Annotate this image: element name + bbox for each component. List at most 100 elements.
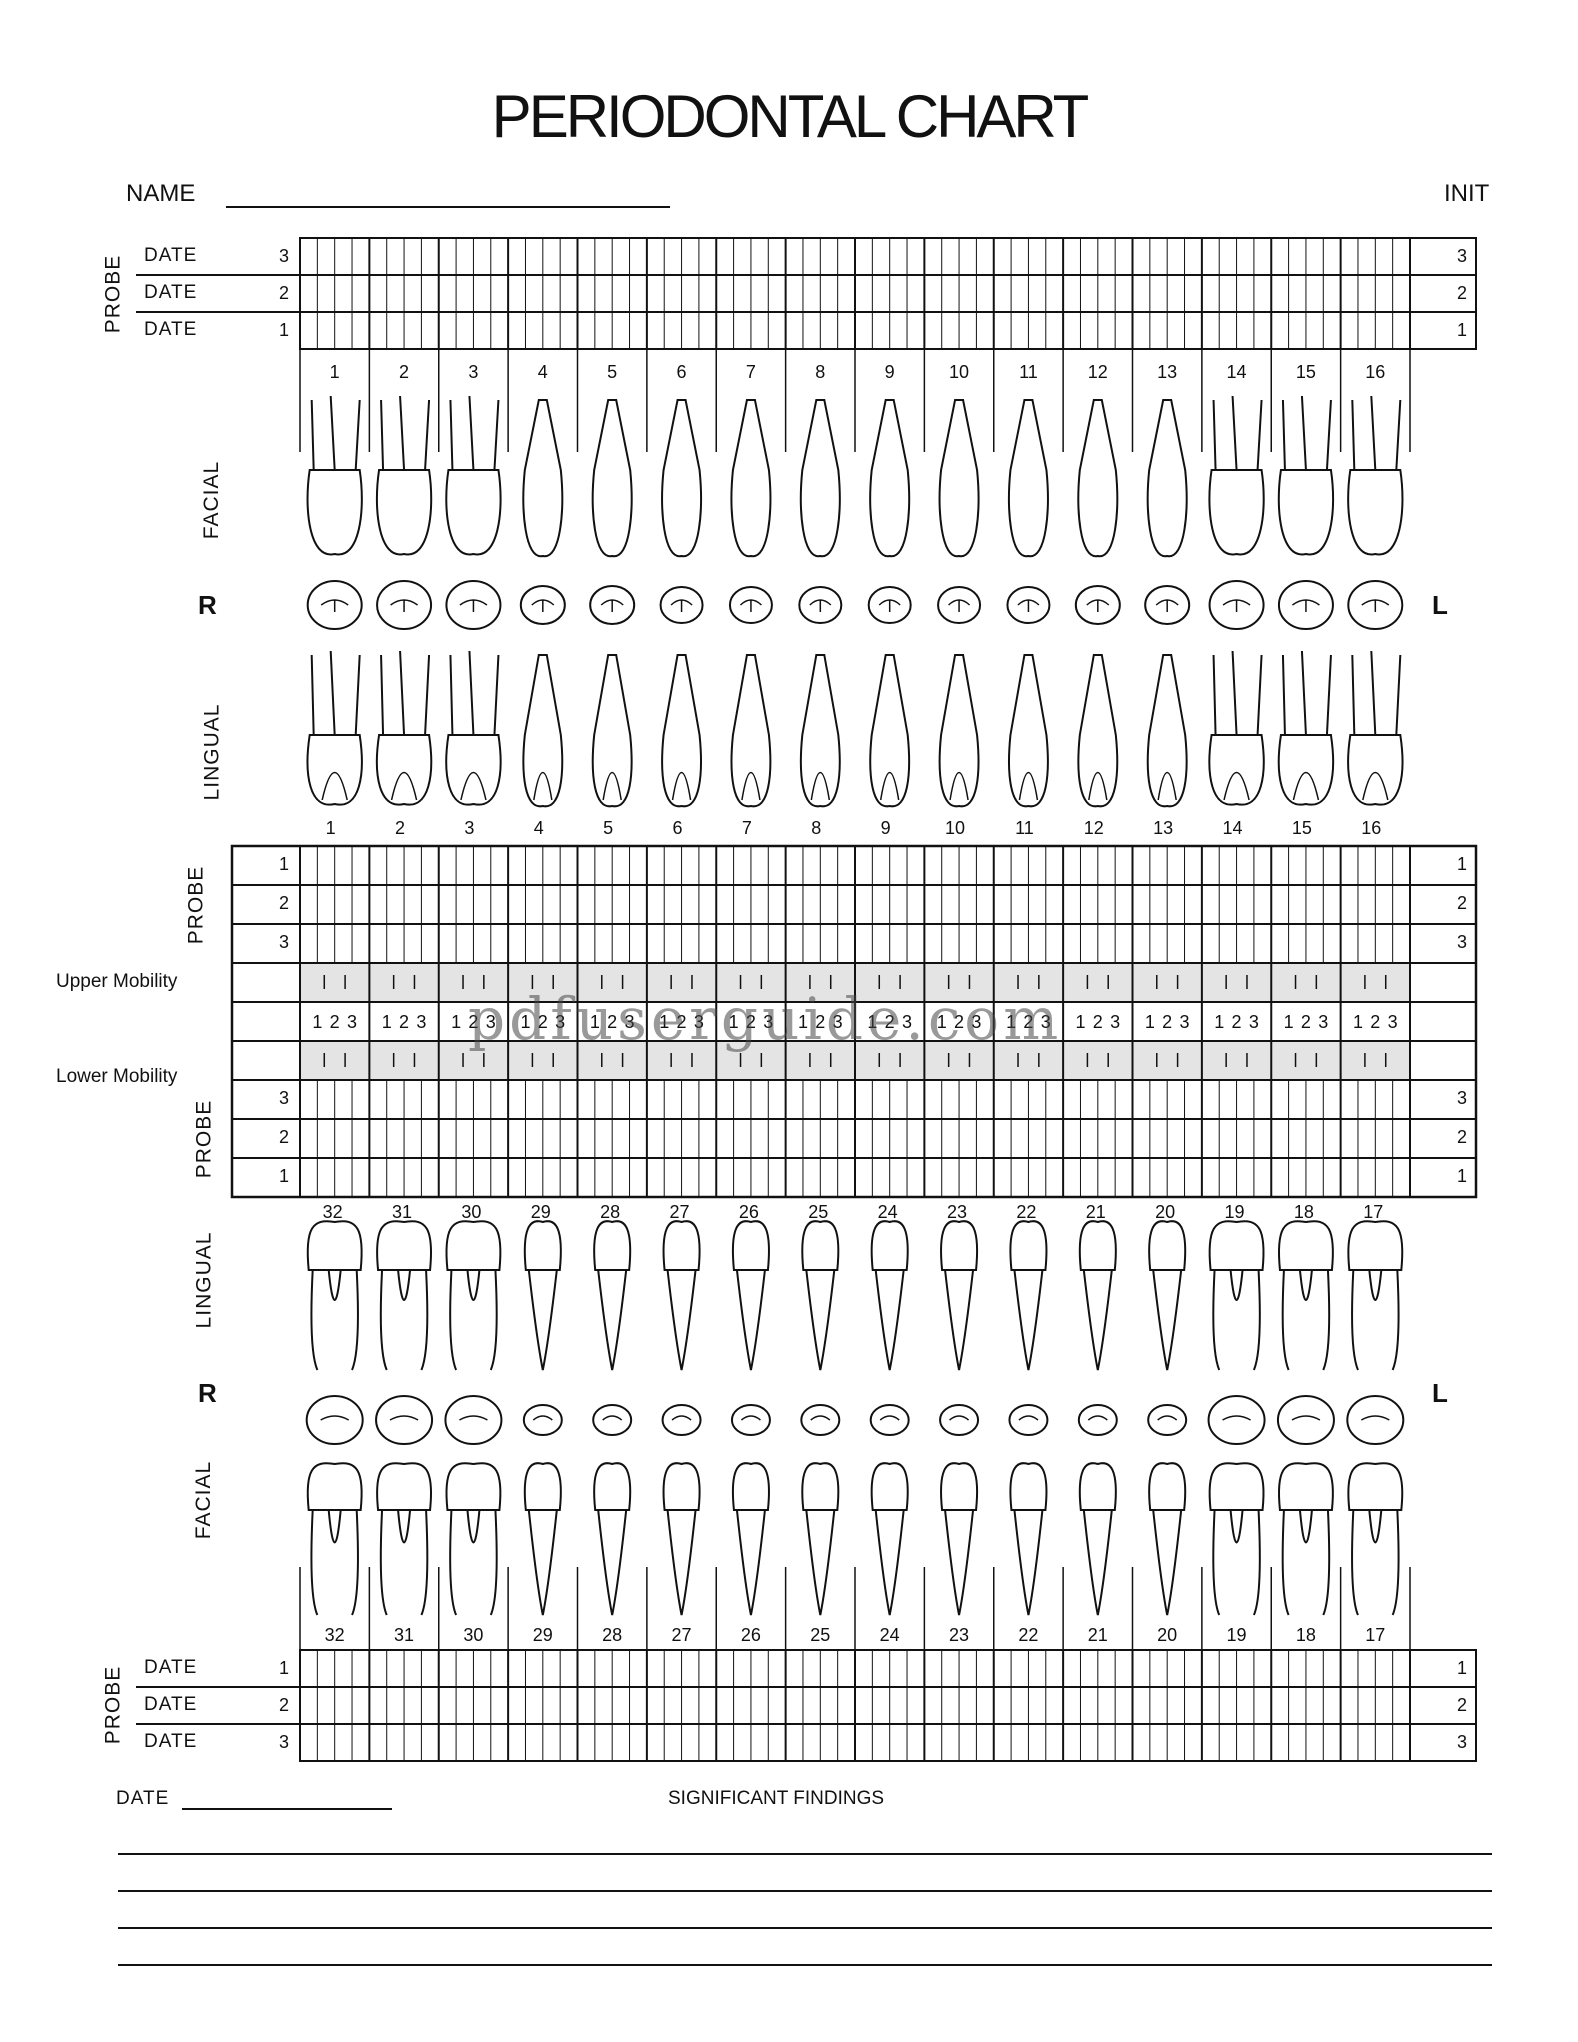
lower-tooth-number-top: 29: [530, 1202, 551, 1222]
mobility-grade: 1: [1006, 1012, 1017, 1032]
lower-tooth-number-top: 17: [1363, 1202, 1384, 1222]
upper-lingual-probe-num-right: 1: [1456, 854, 1468, 874]
lower-tooth-number-bottom: 27: [671, 1625, 692, 1645]
tooth-roots: [1351, 395, 1402, 471]
tooth-occlusal: [659, 586, 704, 624]
mobility-grade: 2: [1092, 1012, 1103, 1032]
tooth-roots: [1281, 650, 1332, 736]
mobility-grade: 1: [936, 1012, 947, 1032]
lower-tooth-number-top: 20: [1155, 1202, 1176, 1222]
mobility-grade: 2: [468, 1012, 479, 1032]
lower-tooth-root: [1152, 1269, 1183, 1371]
upper-tooth-number-top: 16: [1365, 362, 1386, 382]
mobility-grade: 1: [589, 1012, 600, 1032]
tooth-crown: [306, 469, 363, 556]
footer-date-field[interactable]: [182, 1808, 392, 1810]
tooth-crown: [1008, 654, 1049, 808]
tooth-crown: [1208, 469, 1265, 556]
tooth-occlusal-groove: [531, 599, 555, 612]
findings-line-2[interactable]: [118, 1890, 1492, 1892]
tooth-occlusal: [589, 585, 636, 625]
mobility-grade: 3: [485, 1012, 496, 1032]
lower-tooth-crown: [1078, 1220, 1117, 1271]
lower-lingual-probe-label: PROBE: [191, 1099, 215, 1178]
upper-tooth-number-bottom: 13: [1153, 818, 1174, 838]
lower-tooth-number-bottom: 23: [949, 1625, 970, 1645]
probe-top-row-num-right: 2: [1456, 282, 1468, 303]
tooth-roots: [310, 395, 361, 471]
mobility-grade: 3: [1318, 1012, 1329, 1032]
name-field[interactable]: [226, 206, 670, 208]
mobility-grade: 1: [1283, 1012, 1294, 1032]
upper-tooth-number-bottom: 16: [1361, 818, 1382, 838]
tooth-occlusal: [445, 580, 502, 630]
probe-top-date-label: DATE: [144, 244, 198, 266]
mobility-grade: 1: [451, 1012, 462, 1032]
tooth-occlusal-groove: [320, 599, 349, 612]
lower-tooth-roots: [379, 1509, 429, 1616]
lower-tooth-crown: [662, 1462, 701, 1511]
lower-tooth-crown: [662, 1220, 701, 1271]
upper-lingual-probe-num-left: 3: [278, 932, 290, 952]
tooth-roots: [1281, 395, 1332, 471]
lower-tooth-roots: [310, 1509, 359, 1616]
lower-tooth-number-top: 31: [392, 1202, 413, 1222]
lower-tooth-root: [527, 1269, 558, 1371]
lower-tooth-crown: [731, 1220, 770, 1271]
mobility-grade: 2: [1023, 1012, 1034, 1032]
lower-tooth-occlusal-groove: [459, 1415, 488, 1421]
tooth-lingual-contour: [460, 771, 487, 801]
probe-bottom-row-num-left: 1: [278, 1657, 290, 1678]
tooth-crown: [869, 654, 911, 808]
probe-top-date-label: DATE: [144, 318, 198, 340]
lower-tooth-number-bottom: 29: [532, 1625, 553, 1645]
lower-facial-label: FACIAL: [192, 1460, 216, 1540]
lower-tooth-number-top: 19: [1224, 1202, 1245, 1222]
upper-lingual-label: LINGUAL: [199, 703, 223, 801]
lower-tooth-crown: [940, 1462, 979, 1511]
mobility-grade: 3: [1387, 1012, 1398, 1032]
mobility-grade: 1: [1214, 1012, 1225, 1032]
lower-tooth-crown: [1278, 1462, 1334, 1511]
tooth-occlusal: [306, 580, 363, 630]
upper-tooth-number-top: 1: [329, 362, 340, 382]
lower-lingual-probe-num-left: 3: [278, 1088, 290, 1108]
findings-line-1[interactable]: [118, 1853, 1492, 1855]
upper-tooth-number-top: 3: [468, 362, 479, 382]
lower-tooth-occlusal: [800, 1404, 841, 1436]
lower-tooth-occlusal: [1147, 1404, 1188, 1436]
lower-tooth-number-bottom: 30: [463, 1625, 484, 1645]
lower-tooth-crown: [306, 1462, 363, 1511]
tooth-lingual-contour: [1018, 772, 1039, 801]
lower-tooth-number-bottom: 18: [1295, 1625, 1316, 1645]
tooth-occlusal: [937, 586, 982, 624]
upper-tooth-number-bottom: 10: [945, 818, 966, 838]
findings-line-4[interactable]: [118, 1964, 1492, 1966]
lower-tooth-occlusal-groove: [740, 1415, 761, 1421]
lower-tooth-number-bottom: 28: [602, 1625, 623, 1645]
lower-tooth-crown: [306, 1220, 363, 1271]
mobility-grade: 2: [1231, 1012, 1242, 1032]
lower-tooth-roots: [310, 1269, 359, 1371]
tooth-roots: [1351, 650, 1402, 736]
lower-tooth-occlusal: [592, 1404, 633, 1436]
lower-tooth-occlusal: [444, 1395, 503, 1445]
upper-facial-label: FACIAL: [200, 460, 224, 540]
findings-line-3[interactable]: [118, 1927, 1492, 1929]
mobility-grade: 2: [954, 1012, 965, 1032]
mobility-grade: 3: [555, 1012, 566, 1032]
tooth-lingual-contour: [533, 772, 553, 801]
lower-tooth-number-bottom: 25: [810, 1625, 831, 1645]
lower-tooth-occlusal-groove: [389, 1415, 419, 1421]
lower-tooth-occlusal-groove: [1291, 1415, 1321, 1421]
lower-lingual-probe-num-left: 2: [278, 1127, 290, 1147]
tooth-crown: [1347, 734, 1404, 806]
lower-tooth-crown: [376, 1462, 432, 1511]
mobility-grade: 3: [693, 1012, 704, 1032]
lower-tooth-occlusal: [1346, 1395, 1405, 1445]
tooth-occlusal: [728, 586, 773, 624]
lower-tooth-number-top: 27: [669, 1202, 690, 1222]
lower-tooth-root: [527, 1509, 558, 1616]
tooth-lingual-contour: [1157, 772, 1177, 801]
lower-tooth-number-top: 21: [1085, 1202, 1106, 1222]
